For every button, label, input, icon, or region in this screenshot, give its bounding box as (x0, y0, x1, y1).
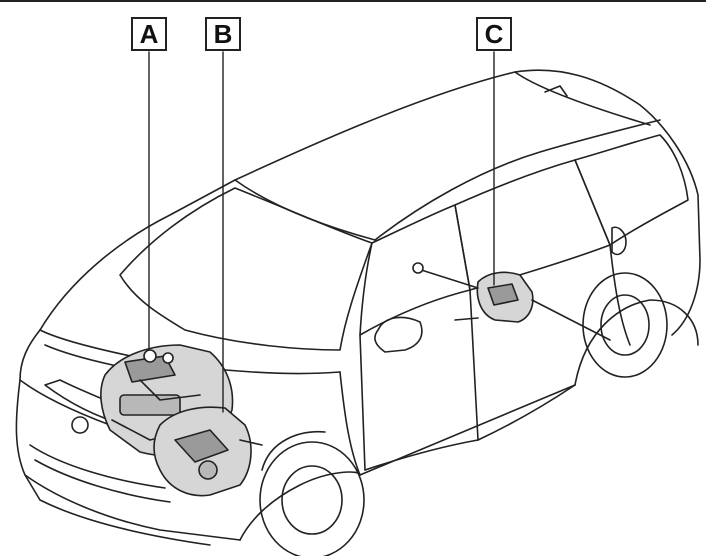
callout-leaders (148, 51, 495, 413)
rear-motor-component (412, 262, 611, 341)
callout-label-a: A (131, 17, 167, 51)
front-wheel (259, 430, 365, 556)
rear-wheel (582, 272, 668, 378)
callout-label-b: B (205, 17, 241, 51)
transaxle-component (153, 406, 263, 497)
callout-label-c: C (476, 17, 512, 51)
